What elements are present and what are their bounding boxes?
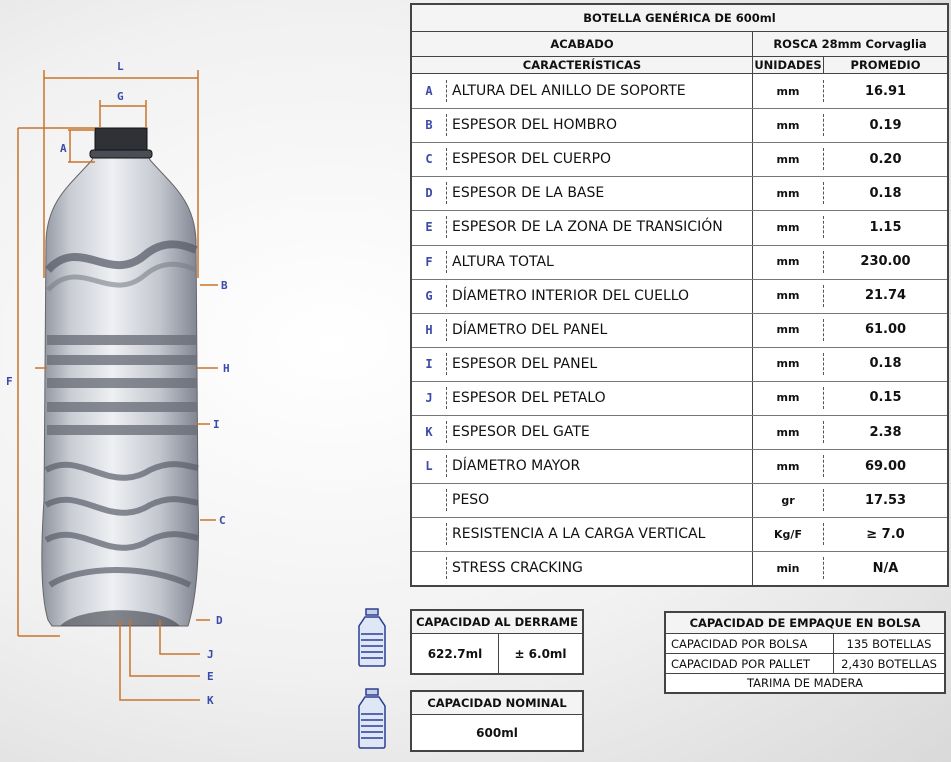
row-unit: mm xyxy=(776,255,800,269)
row-unit: mm xyxy=(776,357,800,371)
dim-label-f: F xyxy=(6,375,13,388)
row-unit: mm xyxy=(776,118,800,132)
row-characteristic: DÍAMETRO DEL PANEL xyxy=(452,321,608,338)
row-average: 21.74 xyxy=(864,288,907,304)
dim-label-d: D xyxy=(216,614,223,627)
row-letter xyxy=(412,483,446,517)
row-characteristic: RESISTENCIA A LA CARGA VERTICAL xyxy=(452,526,706,543)
acabado-label: ACABADO xyxy=(412,32,752,56)
table-title: BOTELLA GENÉRICA DE 600ml xyxy=(412,5,947,31)
row-average: N/A xyxy=(872,560,899,576)
row-average: ≥ 7.0 xyxy=(866,526,905,542)
row-average: 0.18 xyxy=(869,185,902,201)
row-average: 0.20 xyxy=(869,151,902,167)
row-characteristic: STRESS CRACKING xyxy=(452,560,583,577)
row-unit: mm xyxy=(776,152,800,166)
row-unit: gr xyxy=(781,493,795,507)
row-characteristic: ALTURA DEL ANILLO DE SOPORTE xyxy=(452,83,686,100)
row-characteristic: ESPESOR DEL GATE xyxy=(452,424,590,441)
row-unit: mm xyxy=(776,186,800,200)
row-average: 0.19 xyxy=(869,117,902,133)
row-average: 0.18 xyxy=(869,356,902,372)
row-unit: mm xyxy=(776,459,800,473)
dim-label-a: A xyxy=(60,142,67,155)
empaque-title: CAPACIDAD DE EMPAQUE EN BOLSA xyxy=(666,613,944,633)
row-average: 69.00 xyxy=(864,458,907,474)
row-unit: mm xyxy=(776,323,800,337)
row-unit: mm xyxy=(776,84,800,98)
row-letter: L xyxy=(425,459,433,474)
row-unit: mm xyxy=(776,391,800,405)
empaque-row-label: CAPACIDAD POR PALLET xyxy=(671,656,811,671)
row-letter: D xyxy=(425,186,433,201)
row-average: 16.91 xyxy=(864,83,907,99)
row-unit: mm xyxy=(776,425,800,439)
row-characteristic: ESPESOR DEL PETALO xyxy=(452,389,606,406)
row-letter: J xyxy=(425,390,433,405)
nominal-box: CAPACIDAD NOMINAL 600ml xyxy=(410,690,584,752)
bottle-icon xyxy=(358,608,386,667)
row-letter: H xyxy=(425,322,433,337)
bottle-diagram: L G A B H I C D J E K F xyxy=(6,60,230,707)
row-average: 230.00 xyxy=(860,254,911,270)
empaque-table: CAPACIDAD DE EMPAQUE EN BOLSA CAPACIDAD … xyxy=(664,611,946,694)
dim-label-c: C xyxy=(219,514,226,527)
row-characteristic: PESO xyxy=(452,492,490,509)
empaque-row-label: CAPACIDAD POR BOLSA xyxy=(671,636,808,651)
row-average: 1.15 xyxy=(869,219,902,235)
row-characteristic: DÍAMETRO MAYOR xyxy=(452,458,581,475)
row-letter: G xyxy=(425,288,433,303)
spec-table: BOTELLA GENÉRICA DE 600ml ACABADO ROSCA … xyxy=(410,3,949,587)
row-letter: B xyxy=(425,118,433,133)
row-unit: mm xyxy=(776,220,800,234)
dim-label-i: I xyxy=(213,418,220,431)
row-characteristic: ESPESOR DEL PANEL xyxy=(452,355,598,372)
row-characteristic: ESPESOR DE LA ZONA DE TRANSICIÓN xyxy=(452,219,723,236)
row-letter: K xyxy=(425,425,433,440)
row-letter: C xyxy=(425,152,433,167)
row-average: 61.00 xyxy=(864,322,907,338)
header-unidades: UNIDADES xyxy=(753,57,823,73)
row-letter: I xyxy=(425,356,433,371)
row-unit: Kg/F xyxy=(774,527,802,541)
row-unit: mm xyxy=(776,289,800,303)
row-letter: E xyxy=(425,220,433,235)
dim-label-j: J xyxy=(207,648,214,661)
row-letter: A xyxy=(425,84,433,99)
row-average: 0.15 xyxy=(869,390,902,406)
dim-label-l: L xyxy=(117,60,124,73)
empaque-row-value: 135 BOTELLAS xyxy=(846,636,932,651)
header-caracteristicas: CARACTERÍSTICAS xyxy=(412,57,752,73)
bottle-icon xyxy=(358,688,386,749)
dim-label-k: K xyxy=(207,694,214,707)
row-characteristic: ESPESOR DEL HOMBRO xyxy=(452,117,617,134)
row-average: 17.53 xyxy=(864,492,907,508)
empaque-row-value: 2,430 BOTELLAS xyxy=(841,656,937,671)
empaque-footer: TARIMA DE MADERA xyxy=(747,676,863,690)
row-characteristic: DÍAMETRO INTERIOR DEL CUELLO xyxy=(452,287,690,304)
row-letter xyxy=(412,551,446,585)
nominal-title: CAPACIDAD NOMINAL xyxy=(412,692,582,714)
row-characteristic: ESPESOR DEL CUERPO xyxy=(452,151,612,168)
row-characteristic: ESPESOR DE LA BASE xyxy=(452,185,605,202)
row-unit: min xyxy=(776,561,800,575)
dim-label-e: E xyxy=(207,670,214,683)
header-promedio: PROMEDIO xyxy=(824,57,947,73)
derrame-title: CAPACIDAD AL DERRAME xyxy=(412,611,582,633)
derrame-tolerance: ± 6.0ml xyxy=(514,646,567,661)
dim-label-b: B xyxy=(221,279,228,292)
acabado-value: ROSCA 28mm Corvaglia xyxy=(753,32,947,56)
row-letter: F xyxy=(425,254,433,269)
derrame-box: CAPACIDAD AL DERRAME 622.7ml ± 6.0ml xyxy=(410,609,584,675)
row-letter xyxy=(412,517,446,551)
dim-label-g: G xyxy=(117,90,124,103)
derrame-value: 622.7ml xyxy=(427,646,483,661)
nominal-value: 600ml xyxy=(476,725,518,740)
row-average: 2.38 xyxy=(869,424,902,440)
dim-label-h: H xyxy=(223,362,230,375)
row-characteristic: ALTURA TOTAL xyxy=(452,253,554,270)
